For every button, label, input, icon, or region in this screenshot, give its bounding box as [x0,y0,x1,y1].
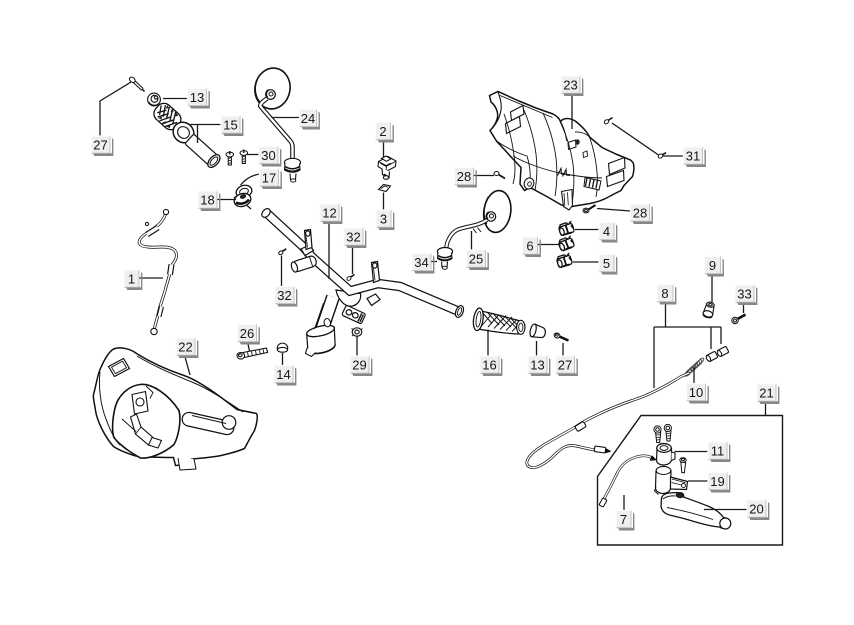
svg-text:1: 1 [128,271,135,286]
svg-text:15: 15 [223,117,237,132]
svg-text:21: 21 [759,385,773,400]
svg-text:29: 29 [352,357,366,372]
svg-text:24: 24 [301,111,315,126]
svg-text:17: 17 [262,170,276,185]
svg-text:28: 28 [457,169,471,184]
svg-text:2: 2 [379,124,386,139]
svg-text:26: 26 [240,326,254,341]
svg-text:6: 6 [526,238,533,253]
svg-text:20: 20 [749,501,763,516]
svg-text:28: 28 [633,205,647,220]
svg-text:8: 8 [661,286,668,301]
svg-text:30: 30 [261,148,275,163]
svg-text:16: 16 [482,357,496,372]
svg-text:33: 33 [737,286,751,301]
svg-text:5: 5 [603,256,610,271]
svg-text:7: 7 [620,512,627,527]
svg-text:9: 9 [709,258,716,273]
svg-text:11: 11 [711,443,725,458]
svg-text:19: 19 [710,474,724,489]
svg-text:27: 27 [93,137,107,152]
svg-text:32: 32 [277,288,291,303]
svg-text:23: 23 [563,77,577,92]
svg-text:12: 12 [322,205,336,220]
svg-text:3: 3 [380,211,387,226]
svg-text:13: 13 [530,357,544,372]
svg-text:14: 14 [276,367,290,382]
svg-text:25: 25 [469,251,483,266]
svg-text:10: 10 [689,385,703,400]
svg-text:27: 27 [558,357,572,372]
svg-text:4: 4 [603,224,610,239]
svg-text:13: 13 [190,90,204,105]
svg-text:32: 32 [346,229,360,244]
svg-text:22: 22 [178,339,192,354]
svg-text:34: 34 [414,255,428,270]
svg-text:18: 18 [200,192,214,207]
svg-text:31: 31 [686,148,700,163]
